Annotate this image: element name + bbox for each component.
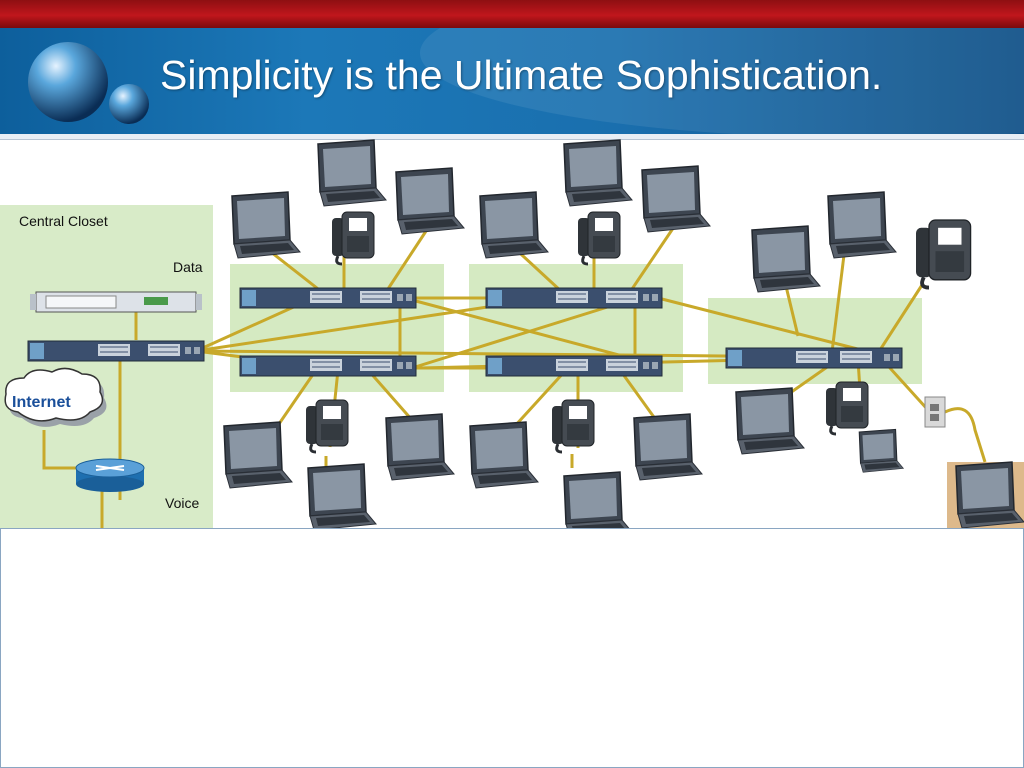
laptop-icon (307, 463, 377, 531)
central-closet-label: Central Closet (19, 213, 108, 229)
access-switch-1 (239, 287, 417, 309)
central-server (30, 291, 202, 313)
laptop-icon (563, 139, 633, 207)
access-switch-5 (725, 347, 903, 369)
access-switch-3 (485, 287, 663, 309)
access-switch-4 (485, 355, 663, 377)
wall-jack-icon (924, 396, 946, 428)
laptop-small-icon (858, 428, 904, 473)
central-core-switch (27, 340, 205, 362)
laptop-icon (751, 225, 821, 293)
laptop-icon (223, 421, 293, 489)
laptop-icon (735, 387, 805, 455)
ip-phone-icon (330, 210, 376, 266)
ip-phone-large-icon (914, 218, 973, 290)
laptop-icon (641, 165, 711, 233)
ip-phone-icon (304, 398, 350, 454)
ip-phone-icon (550, 398, 596, 454)
top-red-bar (0, 0, 1024, 28)
voice-label: Voice (165, 495, 200, 511)
access-switch-2 (239, 355, 417, 377)
laptop-icon (317, 139, 387, 207)
laptop-icon (633, 413, 703, 481)
content-panel (0, 528, 1024, 768)
laptop-icon (385, 413, 455, 481)
router-icon (75, 458, 145, 492)
slide-header (0, 28, 1024, 134)
ip-phone-icon (824, 380, 870, 436)
slide-title: Simplicity is the Ultimate Sophisticatio… (160, 52, 883, 98)
laptop-icon (469, 421, 539, 489)
data-label: Data (173, 259, 203, 275)
globe-logo-icon (28, 42, 149, 124)
laptop-icon (395, 167, 465, 235)
internet-cloud-icon (4, 367, 107, 427)
laptop-icon (231, 191, 301, 259)
internet-label: Internet (12, 394, 71, 411)
laptop-icon (479, 191, 549, 259)
header-divider (0, 134, 1024, 140)
ip-phone-icon (576, 210, 622, 266)
laptop-icon (827, 191, 897, 259)
switch-zone-right (708, 298, 922, 384)
